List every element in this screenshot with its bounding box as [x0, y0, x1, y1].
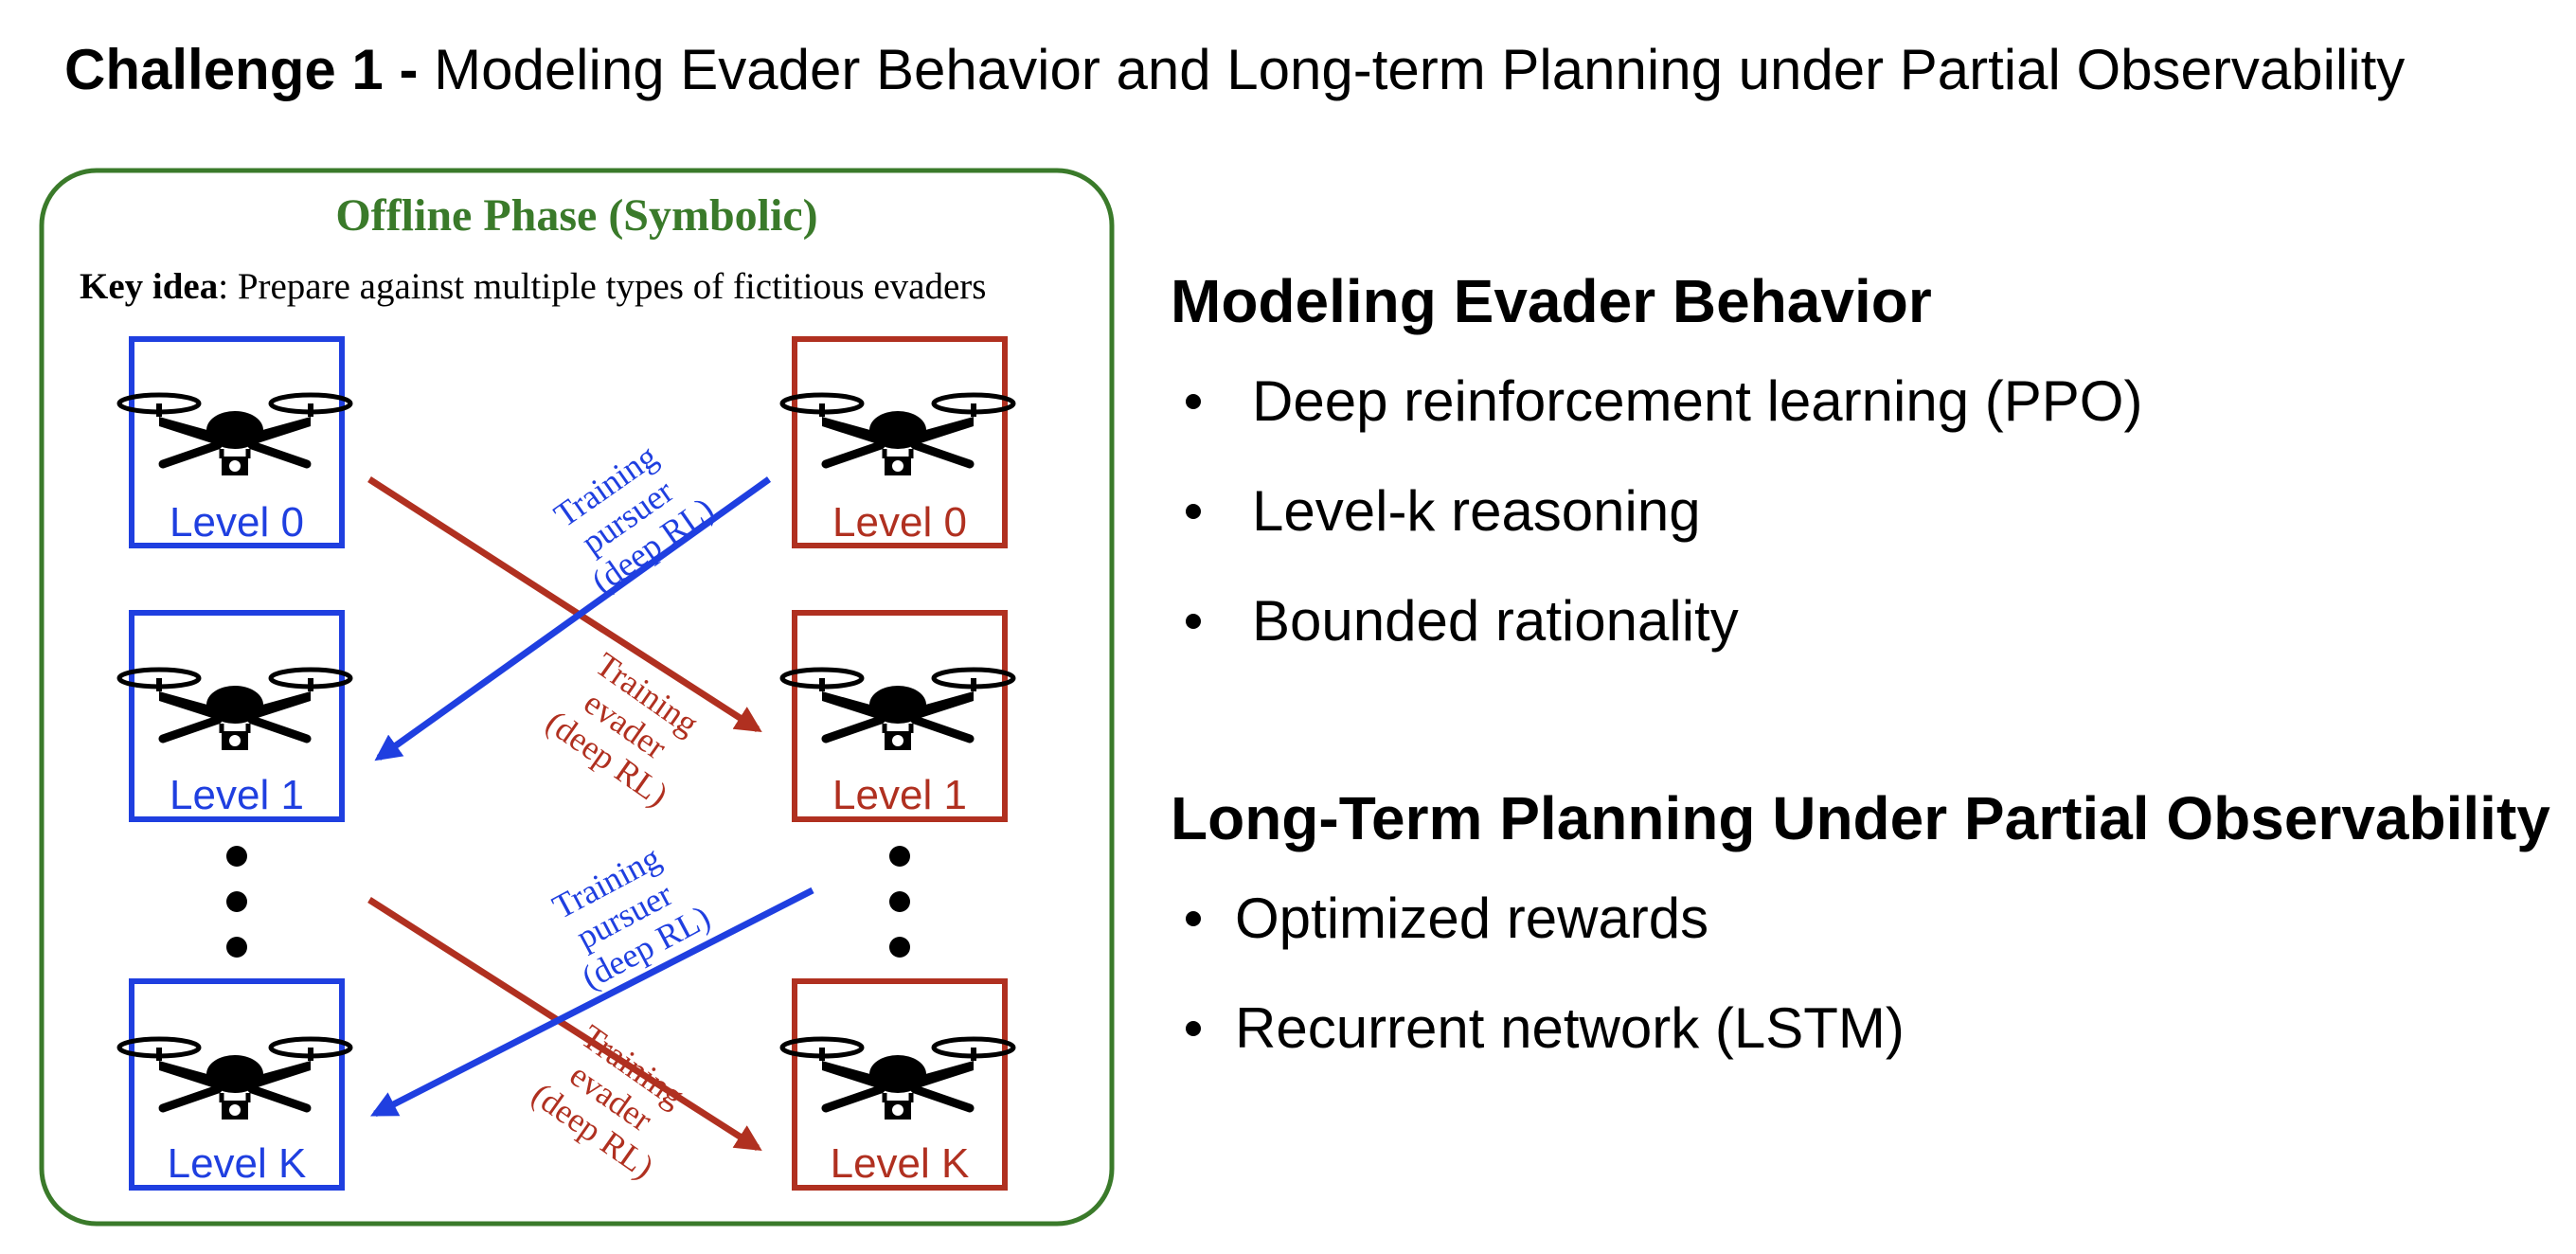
drone-icon: [119, 670, 350, 750]
right-panel: Modeling Evader Behavior Deep reinforcem…: [1171, 256, 2563, 1084]
key-idea-text: : Prepare against multiple types of fict…: [218, 266, 986, 307]
drone-icon: [119, 1039, 350, 1120]
evader-training-arrow-upper: [367, 476, 762, 733]
drone-icon: [782, 395, 1013, 475]
bullet-icon: [1186, 504, 1201, 519]
slide-title-bold: Challenge 1 -: [64, 38, 435, 101]
evader-level-k-label: Level K: [831, 1140, 970, 1187]
training-evader-label-lower: Training evader (deep RL): [525, 1013, 704, 1187]
evader-level-k-box: Level K: [782, 978, 1013, 1191]
bullet-text: Recurrent network (LSTM): [1235, 996, 1905, 1060]
evader-ellipsis: [889, 846, 910, 958]
list-item: Optimized rewards: [1171, 864, 2563, 974]
section-heading-long-term-planning: Long-Term Planning Under Partial Observa…: [1171, 784, 2550, 852]
key-idea-label: Key idea: [80, 266, 218, 307]
pursuer-level-k-box: Level K: [119, 978, 350, 1191]
section-heading-evader-behavior: Modeling Evader Behavior: [1171, 267, 1932, 335]
drone-icon: [119, 395, 350, 475]
drone-icon: [782, 670, 1013, 750]
bullet-text: Level-k reasoning: [1252, 479, 1701, 543]
bullet-icon: [1186, 614, 1201, 629]
training-evader-label-upper: Training evader (deep RL): [539, 641, 718, 815]
pursuer-level-k-label: Level K: [168, 1140, 307, 1187]
list-item: Recurrent network (LSTM): [1171, 974, 2563, 1084]
pursuer-level-1-box: Level 1: [119, 610, 350, 822]
drone-icon: [782, 1039, 1013, 1120]
pursuer-ellipsis: [226, 846, 247, 958]
offline-phase-heading: Offline Phase (Symbolic): [335, 190, 817, 241]
offline-phase-border: [39, 168, 1115, 1227]
bullet-icon: [1186, 1021, 1201, 1036]
list-item: Level-k reasoning: [1171, 457, 2563, 566]
bullet-text: Deep reinforcement learning (PPO): [1252, 369, 2143, 433]
bullet-icon: [1186, 911, 1201, 926]
evader-level-0-box: Level 0: [782, 336, 1013, 548]
evader-behavior-list: Deep reinforcement learning (PPO) Level-…: [1171, 347, 2563, 676]
pursuer-training-arrow-upper: [374, 476, 772, 761]
diagram: Offline Phase (Symbolic) Key idea: Prepa…: [39, 168, 1115, 1227]
pursuer-level-0-box: Level 0: [119, 336, 350, 548]
key-idea: Key idea: Prepare against multiple types…: [80, 266, 986, 307]
evader-training-arrow-lower: [367, 897, 762, 1152]
bullet-icon: [1186, 394, 1201, 409]
pursuer-level-1-label: Level 1: [170, 772, 304, 818]
bullet-text: Optimized rewards: [1235, 887, 1709, 950]
training-pursuer-label-upper: Training pursuer (deep RL): [541, 428, 720, 601]
pursuer-level-0-label: Level 0: [170, 499, 304, 546]
pursuer-training-arrow-lower: [370, 887, 814, 1118]
list-item: Deep reinforcement learning (PPO): [1171, 347, 2563, 457]
evader-level-1-label: Level 1: [832, 772, 967, 818]
slide-title-rest: Modeling Evader Behavior and Long-term P…: [434, 38, 2406, 101]
slide-title: Challenge 1 - Modeling Evader Behavior a…: [64, 32, 2405, 108]
long-term-planning-list: Optimized rewards Recurrent network (LST…: [1171, 864, 2563, 1084]
list-item: Bounded rationality: [1171, 566, 2563, 676]
training-pursuer-label-lower: Training pursuer (deep RL): [540, 831, 716, 996]
evader-level-1-box: Level 1: [782, 610, 1013, 822]
bullet-text: Bounded rationality: [1252, 589, 1739, 653]
evader-level-0-label: Level 0: [832, 499, 967, 546]
